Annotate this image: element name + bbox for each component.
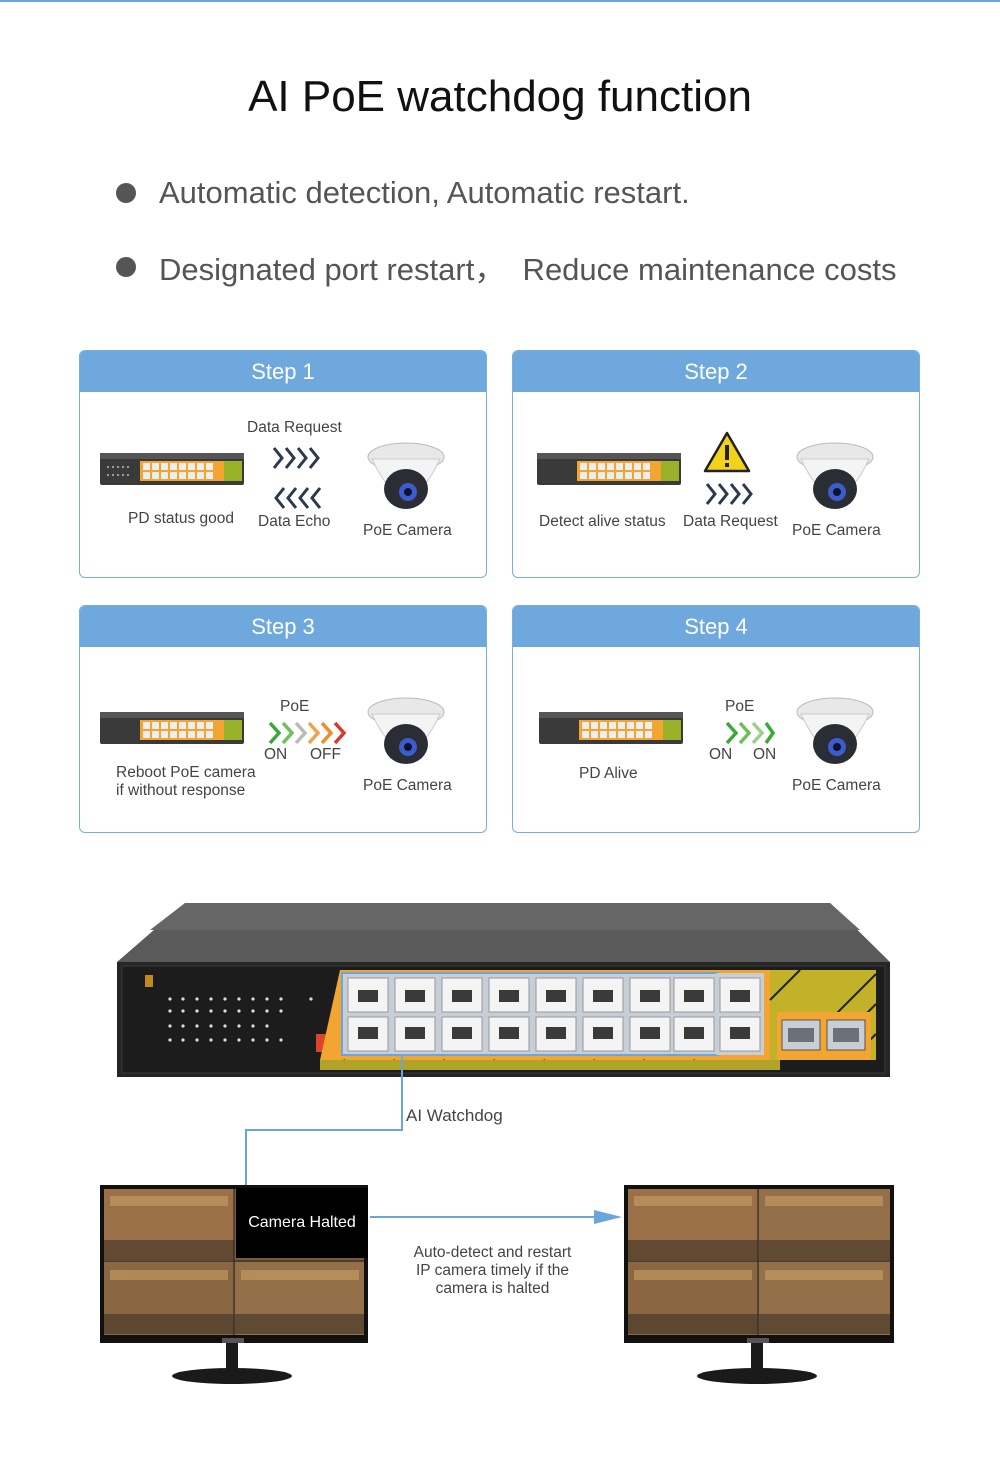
camera-label: PoE Camera [363,777,452,794]
data-echo-label: Data Echo [258,513,331,530]
bullet-dot-icon [116,256,136,277]
ai-watchdog-label: AI Watchdog [406,1106,503,1125]
watchdog-connector-line [245,1055,403,1190]
dome-camera-icon [796,697,874,764]
warning-icon [703,431,751,473]
switch-label: PD Alive [579,765,638,782]
on-label: ON [264,746,288,763]
camera-label: PoE Camera [792,777,881,794]
step-heading: Step 2 [513,351,919,392]
poe-label: PoE [725,698,755,715]
switch-label-line1: Reboot PoE camera [116,764,256,781]
restart-note-line: camera is halted [435,1280,550,1297]
on-label: ON [753,746,777,763]
large-poe-switch [117,903,890,1077]
bullet-text: Designated port restart， Reduce maintena… [159,252,897,287]
poe-switch-icon [100,712,244,744]
data-request-label: Data Request [247,419,342,436]
data-request-label: Data Request [683,513,778,530]
camera-halted-panel: Camera Halted [236,1188,368,1258]
dome-camera-icon [796,442,874,509]
arrow-on-on-icon [725,721,775,745]
switch-label: Detect alive status [539,513,666,530]
poe-label: PoE [280,698,310,715]
poe-switch-icon [100,453,244,485]
step-card-1: Step 1 PD status good Data Request Data … [79,350,487,578]
bullet-item: Designated port restart， Reduce maintena… [116,244,897,289]
dome-camera-icon [367,442,445,509]
arrow-right-icon [272,447,320,469]
step-heading: Step 4 [513,606,919,647]
bullet-item: Automatic detection, Automatic restart. [116,175,690,211]
step-card-3: Step 3 Reboot PoE camera if without resp… [79,605,487,833]
poe-switch-icon [537,453,681,485]
dome-camera-icon [367,697,445,764]
restart-note-line: Auto-detect and restart [413,1244,572,1261]
step-card-4: Step 4 PD Alive PoE ON ON PoE Camera [512,605,920,833]
bullet-dot-icon [116,183,136,203]
restart-note: Auto-detect and restart IP camera timely… [390,1244,595,1298]
step-heading: Step 1 [80,351,486,392]
page-title: AI PoE watchdog function [248,72,752,121]
camera-label: PoE Camera [363,522,452,539]
switch-label-line2: if without response [116,782,246,799]
on-label: ON [709,746,733,763]
off-label: OFF [310,746,341,763]
poe-switch-icon [539,712,683,744]
restart-note-line: IP camera timely if the [415,1262,570,1279]
camera-label: PoE Camera [792,522,881,539]
switch-label: PD status good [128,510,234,527]
bullet-text: Automatic detection, Automatic restart. [159,175,690,210]
step-heading: Step 3 [80,606,486,647]
arrow-left-icon [274,487,322,509]
arrow-on-off-icon [268,721,347,745]
monitor-right [624,1185,894,1384]
camera-halted-label: Camera Halted [248,1214,356,1231]
step-card-2: Step 2 Detect alive status Data Request [512,350,920,578]
top-rule [0,0,1000,2]
restart-arrow-head-icon [594,1210,622,1224]
arrow-right-icon [705,483,753,505]
